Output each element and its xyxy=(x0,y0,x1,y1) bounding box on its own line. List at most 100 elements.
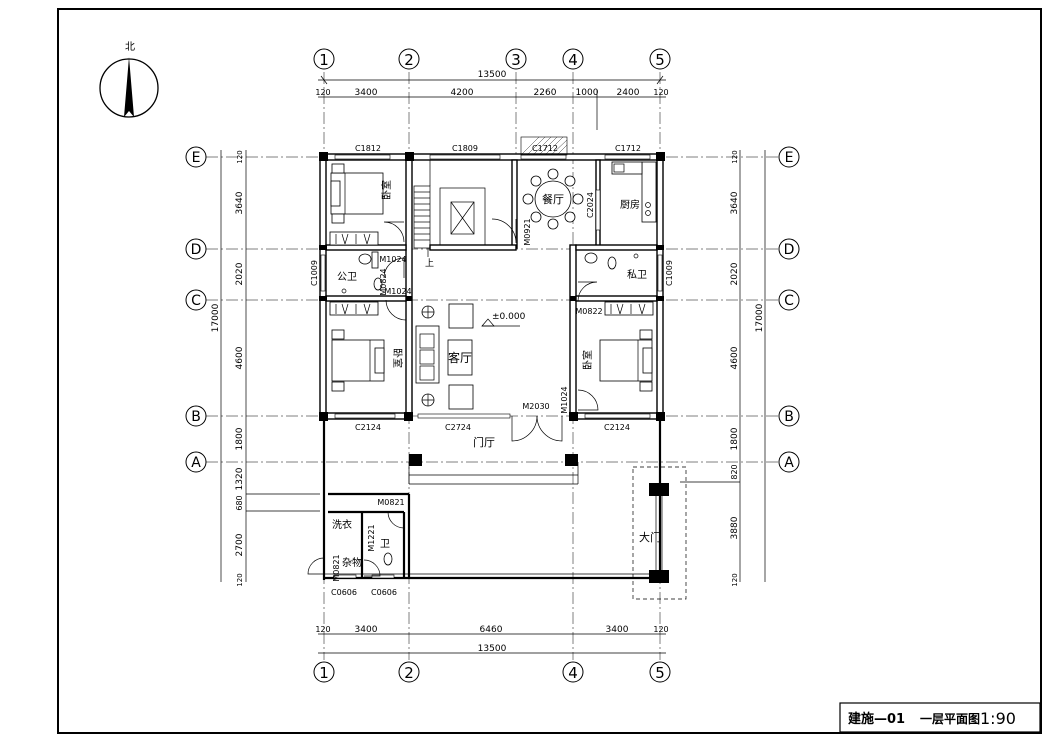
room-label: 门厅 xyxy=(473,435,495,449)
opening-label: M1024 xyxy=(379,255,406,264)
room-label: 餐厅 xyxy=(542,192,564,206)
axis-label: 4 xyxy=(568,664,578,682)
dim-segment: 120 xyxy=(315,625,330,634)
axis-label: E xyxy=(785,150,794,166)
axis-label: B xyxy=(191,409,201,425)
opening-label: M0821 xyxy=(332,554,341,581)
dim-segment: 2020 xyxy=(235,262,245,285)
dim-segment: 680 xyxy=(235,495,244,510)
dim-segment: 2260 xyxy=(534,88,557,98)
dim-total: 17000 xyxy=(755,303,765,332)
axis-label: A xyxy=(784,455,794,471)
axis-label: D xyxy=(191,242,202,258)
dim-segment: 3400 xyxy=(355,625,378,635)
bedroom-east: 卧室 xyxy=(581,301,654,392)
stair-up-label: 上 xyxy=(425,258,434,269)
dim-segment: 120 xyxy=(315,88,330,97)
gate-area xyxy=(632,466,687,600)
opening-label: M2030 xyxy=(522,402,549,411)
dimension-left: 17000 120 3640 2020 4600 1800 1320 680 2… xyxy=(211,150,320,587)
axis-bubbles-left: E D C B A xyxy=(185,146,207,473)
room-label: 客厅 xyxy=(448,350,472,365)
axis-label: 5 xyxy=(655,51,665,69)
room-label: 洗衣 xyxy=(332,518,352,531)
opening-label: C2124 xyxy=(604,423,630,432)
opening-label: M0921 xyxy=(523,218,532,245)
opening-label: C1009 xyxy=(665,260,674,286)
windows xyxy=(320,136,663,579)
axis-label: 5 xyxy=(655,664,665,682)
bedroom-nw: 卧室 xyxy=(329,163,393,246)
dim-segment: 3640 xyxy=(730,191,740,214)
axis-label: B xyxy=(784,409,794,425)
opening-label: C2124 xyxy=(355,423,381,432)
axis-label: 1 xyxy=(319,51,329,69)
opening-label: C1809 xyxy=(452,144,478,153)
opening-label: M1024 xyxy=(384,287,411,296)
north-arrow-icon: 北 xyxy=(99,41,159,118)
dim-segment: 4200 xyxy=(451,88,474,98)
drawing-scale: 1:90 xyxy=(980,709,1016,728)
axis-label: 4 xyxy=(568,51,578,69)
columns xyxy=(319,152,669,583)
dim-segment: 120 xyxy=(653,88,668,97)
dim-segment: 1320 xyxy=(235,467,245,490)
dim-segment: 120 xyxy=(731,150,739,163)
kitchen: 厨房 xyxy=(611,161,657,223)
dimension-top: 13500 120 3400 4200 2260 1000 2400 120 xyxy=(315,70,669,130)
dining-room: 餐厅 xyxy=(522,168,584,230)
stair: 上 xyxy=(413,160,434,269)
room-label: 公卫 xyxy=(337,272,357,283)
axis-label: 2 xyxy=(404,51,414,69)
axis-bubbles-bottom: 1 2 4 5 xyxy=(313,661,671,683)
room-label: 卧室 xyxy=(581,350,594,370)
opening-labels: C1812 C1809 C1712 C1712 C2024 M0921 M102… xyxy=(310,144,674,597)
opening-label: C0606 xyxy=(331,588,357,597)
axis-bubbles-right: E D C B A xyxy=(778,146,800,473)
dim-segment: 120 xyxy=(236,150,244,163)
living-room: 客厅 ±0.000 xyxy=(415,303,526,410)
private-wc: 私卫 xyxy=(584,252,647,281)
room-label: 杂物 xyxy=(342,556,362,569)
axis-label: E xyxy=(192,150,201,166)
dim-segment: 2020 xyxy=(730,262,740,285)
opening-label: C1009 xyxy=(310,260,319,286)
dim-segment: 820 xyxy=(730,464,739,479)
opening-label: C1712 xyxy=(615,144,641,153)
axis-label: 2 xyxy=(404,664,414,682)
dim-segment: 1000 xyxy=(576,88,599,98)
opening-label: C1712 xyxy=(532,144,558,153)
room-label: 厨房 xyxy=(620,198,640,211)
dim-total: 13500 xyxy=(478,644,507,654)
axis-label: C xyxy=(784,293,794,309)
dim-segment: 6460 xyxy=(480,625,503,635)
room-label: 卧室 xyxy=(380,180,393,200)
opening-label: C2724 xyxy=(445,423,471,432)
dim-segment: 1800 xyxy=(730,427,740,450)
opening-label: M0821 xyxy=(377,498,404,507)
level-mark: ±0.000 xyxy=(492,312,526,322)
room-label: 卧室 xyxy=(391,348,404,368)
dim-segment: 3640 xyxy=(235,191,245,214)
axis-label: A xyxy=(191,455,201,471)
opening-label: M0822 xyxy=(575,307,602,316)
dim-total: 17000 xyxy=(211,303,221,332)
opening-label: C0606 xyxy=(371,588,397,597)
dim-segment: 120 xyxy=(236,573,244,586)
room-label: 大门 xyxy=(639,530,661,544)
dimension-right: 17000 120 3640 2020 4600 1800 820 3880 1… xyxy=(680,150,766,587)
room-label: 私卫 xyxy=(627,269,647,281)
opening-label: M1024 xyxy=(560,386,569,413)
dim-segment: 3400 xyxy=(355,88,378,98)
dim-segment: 2400 xyxy=(617,88,640,98)
dim-segment: 120 xyxy=(653,625,668,634)
drawing-frame xyxy=(57,8,1042,734)
room-label: 卫 xyxy=(380,539,390,550)
axis-label: 3 xyxy=(511,51,521,69)
dim-segment: 120 xyxy=(731,573,739,586)
north-label: 北 xyxy=(125,41,135,53)
title-block: 建施—01 一层平面图 1:90 xyxy=(839,702,1041,733)
elevator xyxy=(439,187,486,246)
dim-segment: 1800 xyxy=(235,427,245,450)
